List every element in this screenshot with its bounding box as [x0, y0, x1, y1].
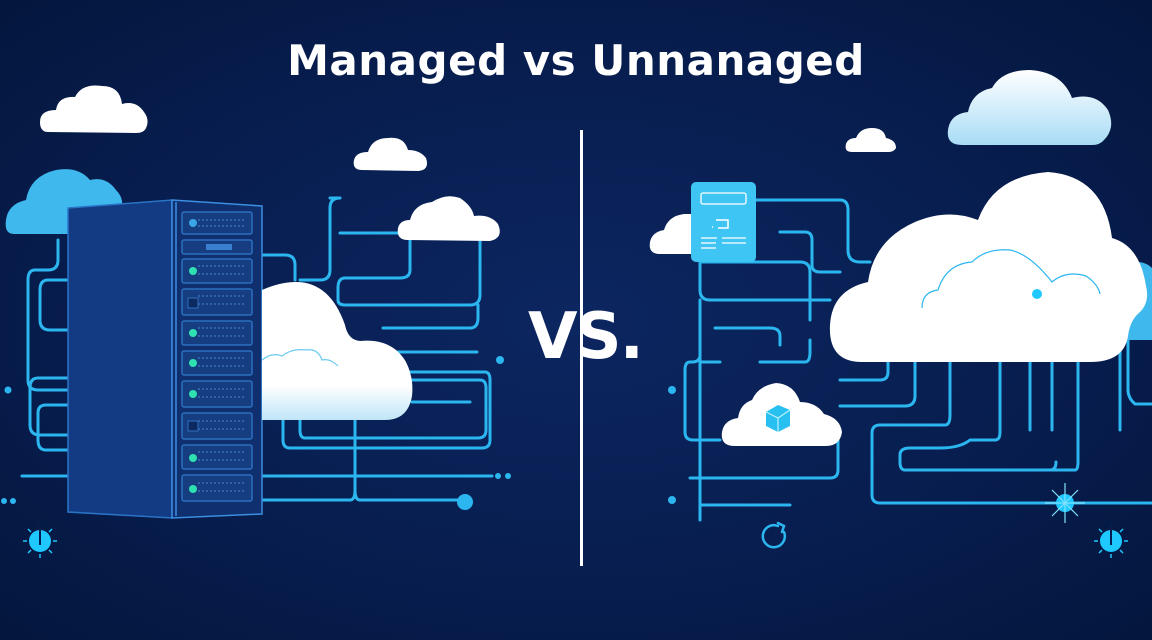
power-icon-right — [1094, 524, 1128, 558]
page-title: Managed vs Unnanaged — [287, 36, 865, 85]
package-box-icon — [765, 405, 791, 432]
center-divider — [580, 130, 583, 566]
vs-label: VS. — [528, 300, 644, 374]
server-bays — [181, 211, 253, 502]
spark-icon — [1045, 483, 1085, 523]
power-icon-left — [23, 524, 57, 558]
refresh-icon — [761, 521, 787, 549]
